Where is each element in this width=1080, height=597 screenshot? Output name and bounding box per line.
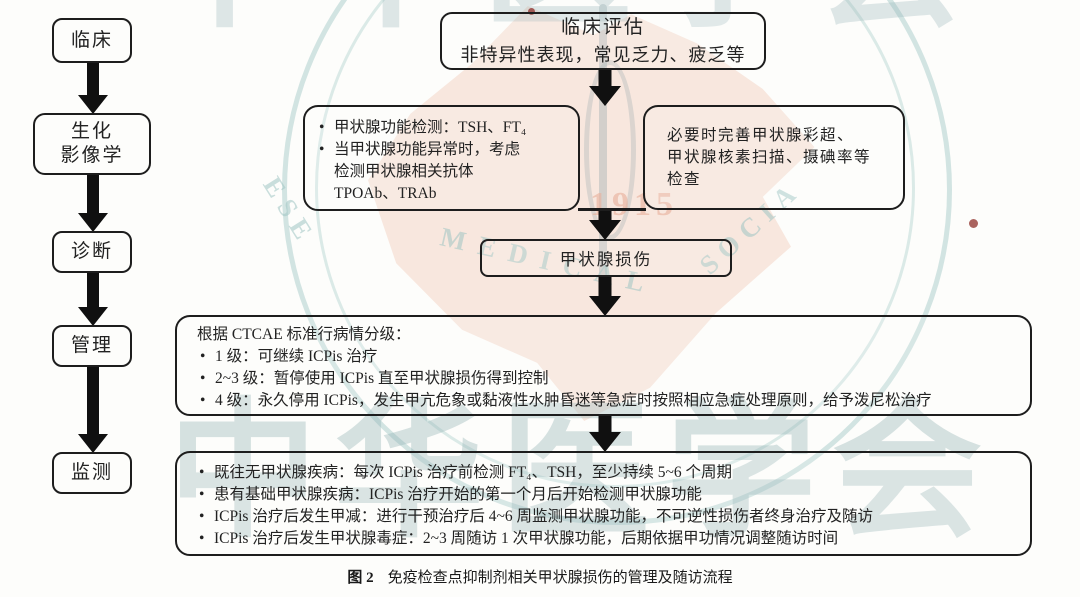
followup-bullet-4: • ICPis 治疗后发生甲状腺毒症：2~3 周随访 1 次甲状腺功能，后期依据… — [199, 528, 1018, 550]
arrow-tests-to-injury — [589, 211, 621, 240]
figure-caption-text: 免疫检查点抑制剂相关甲状腺损伤的管理及随访流程 — [387, 570, 733, 586]
thyroid-injury-box: 甲状腺损伤 — [480, 239, 732, 277]
grading-bullet-2: • 2~3 级：暂停使用 ICPis 直至甲状腺损伤得到控制 — [197, 368, 1016, 390]
arrow-diagnosis-to-management — [77, 273, 109, 326]
stage-label-management: 管理 — [70, 335, 113, 357]
watermark-red-dot — [969, 219, 978, 228]
stage-box-monitoring: 监测 — [52, 452, 132, 494]
thyroid-function-tests-box: • 甲状腺功能检测：TSH、FT₄ • 当甲状腺功能异常时，考虑 检测甲状腺相关… — [303, 105, 580, 211]
figure-caption-label: 图 2 — [347, 570, 374, 586]
bullet-glyph: • — [199, 464, 205, 481]
bullet-glyph: • — [199, 486, 205, 503]
stage-box-clinical: 临床 — [52, 18, 132, 63]
bullet-glyph: • — [319, 119, 325, 136]
arrow-grading-to-followup — [589, 416, 621, 452]
tests-bullet-1: • 甲状腺功能检测：TSH、FT₄ — [319, 117, 568, 139]
grading-heading: 根据 CTCAE 标准行病情分级： — [197, 326, 411, 343]
thyroid-injury-label: 甲状腺损伤 — [559, 250, 653, 269]
bullet-glyph: • — [319, 141, 325, 158]
imaging-tests-text: 必要时完善甲状腺彩超、 甲状腺核素扫描、摄碘率等 检查 — [667, 126, 872, 188]
bullet-glyph: • — [199, 508, 205, 525]
stage-box-biochem-imaging: 生化 影像学 — [33, 113, 151, 175]
grading-bullet-1: • 1 级：可继续 ICPis 治疗 — [197, 346, 1016, 368]
bullet-glyph: • — [200, 392, 206, 409]
arrow-biochem-to-diagnosis — [77, 175, 109, 232]
bullet-glyph: • — [199, 530, 205, 547]
stage-label-clinical: 临床 — [70, 29, 113, 51]
followup-bullet-2: • 患有基础甲状腺疾病：ICPis 治疗开始的第一个月后开始检测甲状腺功能 — [199, 484, 1018, 506]
followup-bullet-3: • ICPis 治疗后发生甲减：进行干预治疗后 4~6 周监测甲状腺功能，不可逆… — [199, 506, 1018, 528]
arrow-injury-to-grading — [589, 277, 621, 316]
stage-box-management: 管理 — [52, 325, 132, 367]
tests-bullet-2: • 当甲状腺功能异常时，考虑 检测甲状腺相关抗体 TPOAb、TRAb — [319, 139, 568, 205]
bullet-glyph: • — [200, 370, 206, 387]
stage-label-biochem-imaging: 生化 影像学 — [60, 121, 124, 166]
follow-up-box: • 既往无甲状腺疾病：每次 ICPis 治疗前检测 FT₄、TSH，至少持续 5… — [175, 451, 1032, 556]
clinical-assessment-box: 临床评估 非特异性表现，常见乏力、疲乏等 — [440, 12, 766, 70]
arrow-assessment-to-tests — [589, 70, 621, 106]
imaging-tests-box: 必要时完善甲状腺彩超、 甲状腺核素扫描、摄碘率等 检查 — [643, 105, 905, 210]
stage-label-monitoring: 监测 — [70, 462, 113, 484]
grading-management-box: 根据 CTCAE 标准行病情分级： • 1 级：可继续 ICPis 治疗 • 2… — [175, 315, 1032, 416]
arrow-management-to-monitoring — [77, 367, 109, 453]
bullet-glyph: • — [200, 348, 206, 365]
grading-bullet-3: • 4 级：永久停用 ICPis，发生甲亢危象或黏液性水肿昏迷等急症时按照相应急… — [197, 390, 1016, 412]
stage-label-diagnosis: 诊断 — [70, 241, 113, 263]
followup-bullet-1: • 既往无甲状腺疾病：每次 ICPis 治疗前检测 FT₄、TSH，至少持续 5… — [199, 462, 1018, 484]
arrow-clinical-to-biochem — [77, 63, 109, 114]
figure-caption: 图 2 免疫检查点抑制剂相关甲状腺损伤的管理及随访流程 — [0, 566, 1080, 587]
clinical-assessment-title: 临床评估 — [560, 17, 645, 39]
stage-box-diagnosis: 诊断 — [52, 231, 132, 273]
clinical-assessment-subtitle: 非特异性表现，常见乏力、疲乏等 — [460, 44, 746, 65]
